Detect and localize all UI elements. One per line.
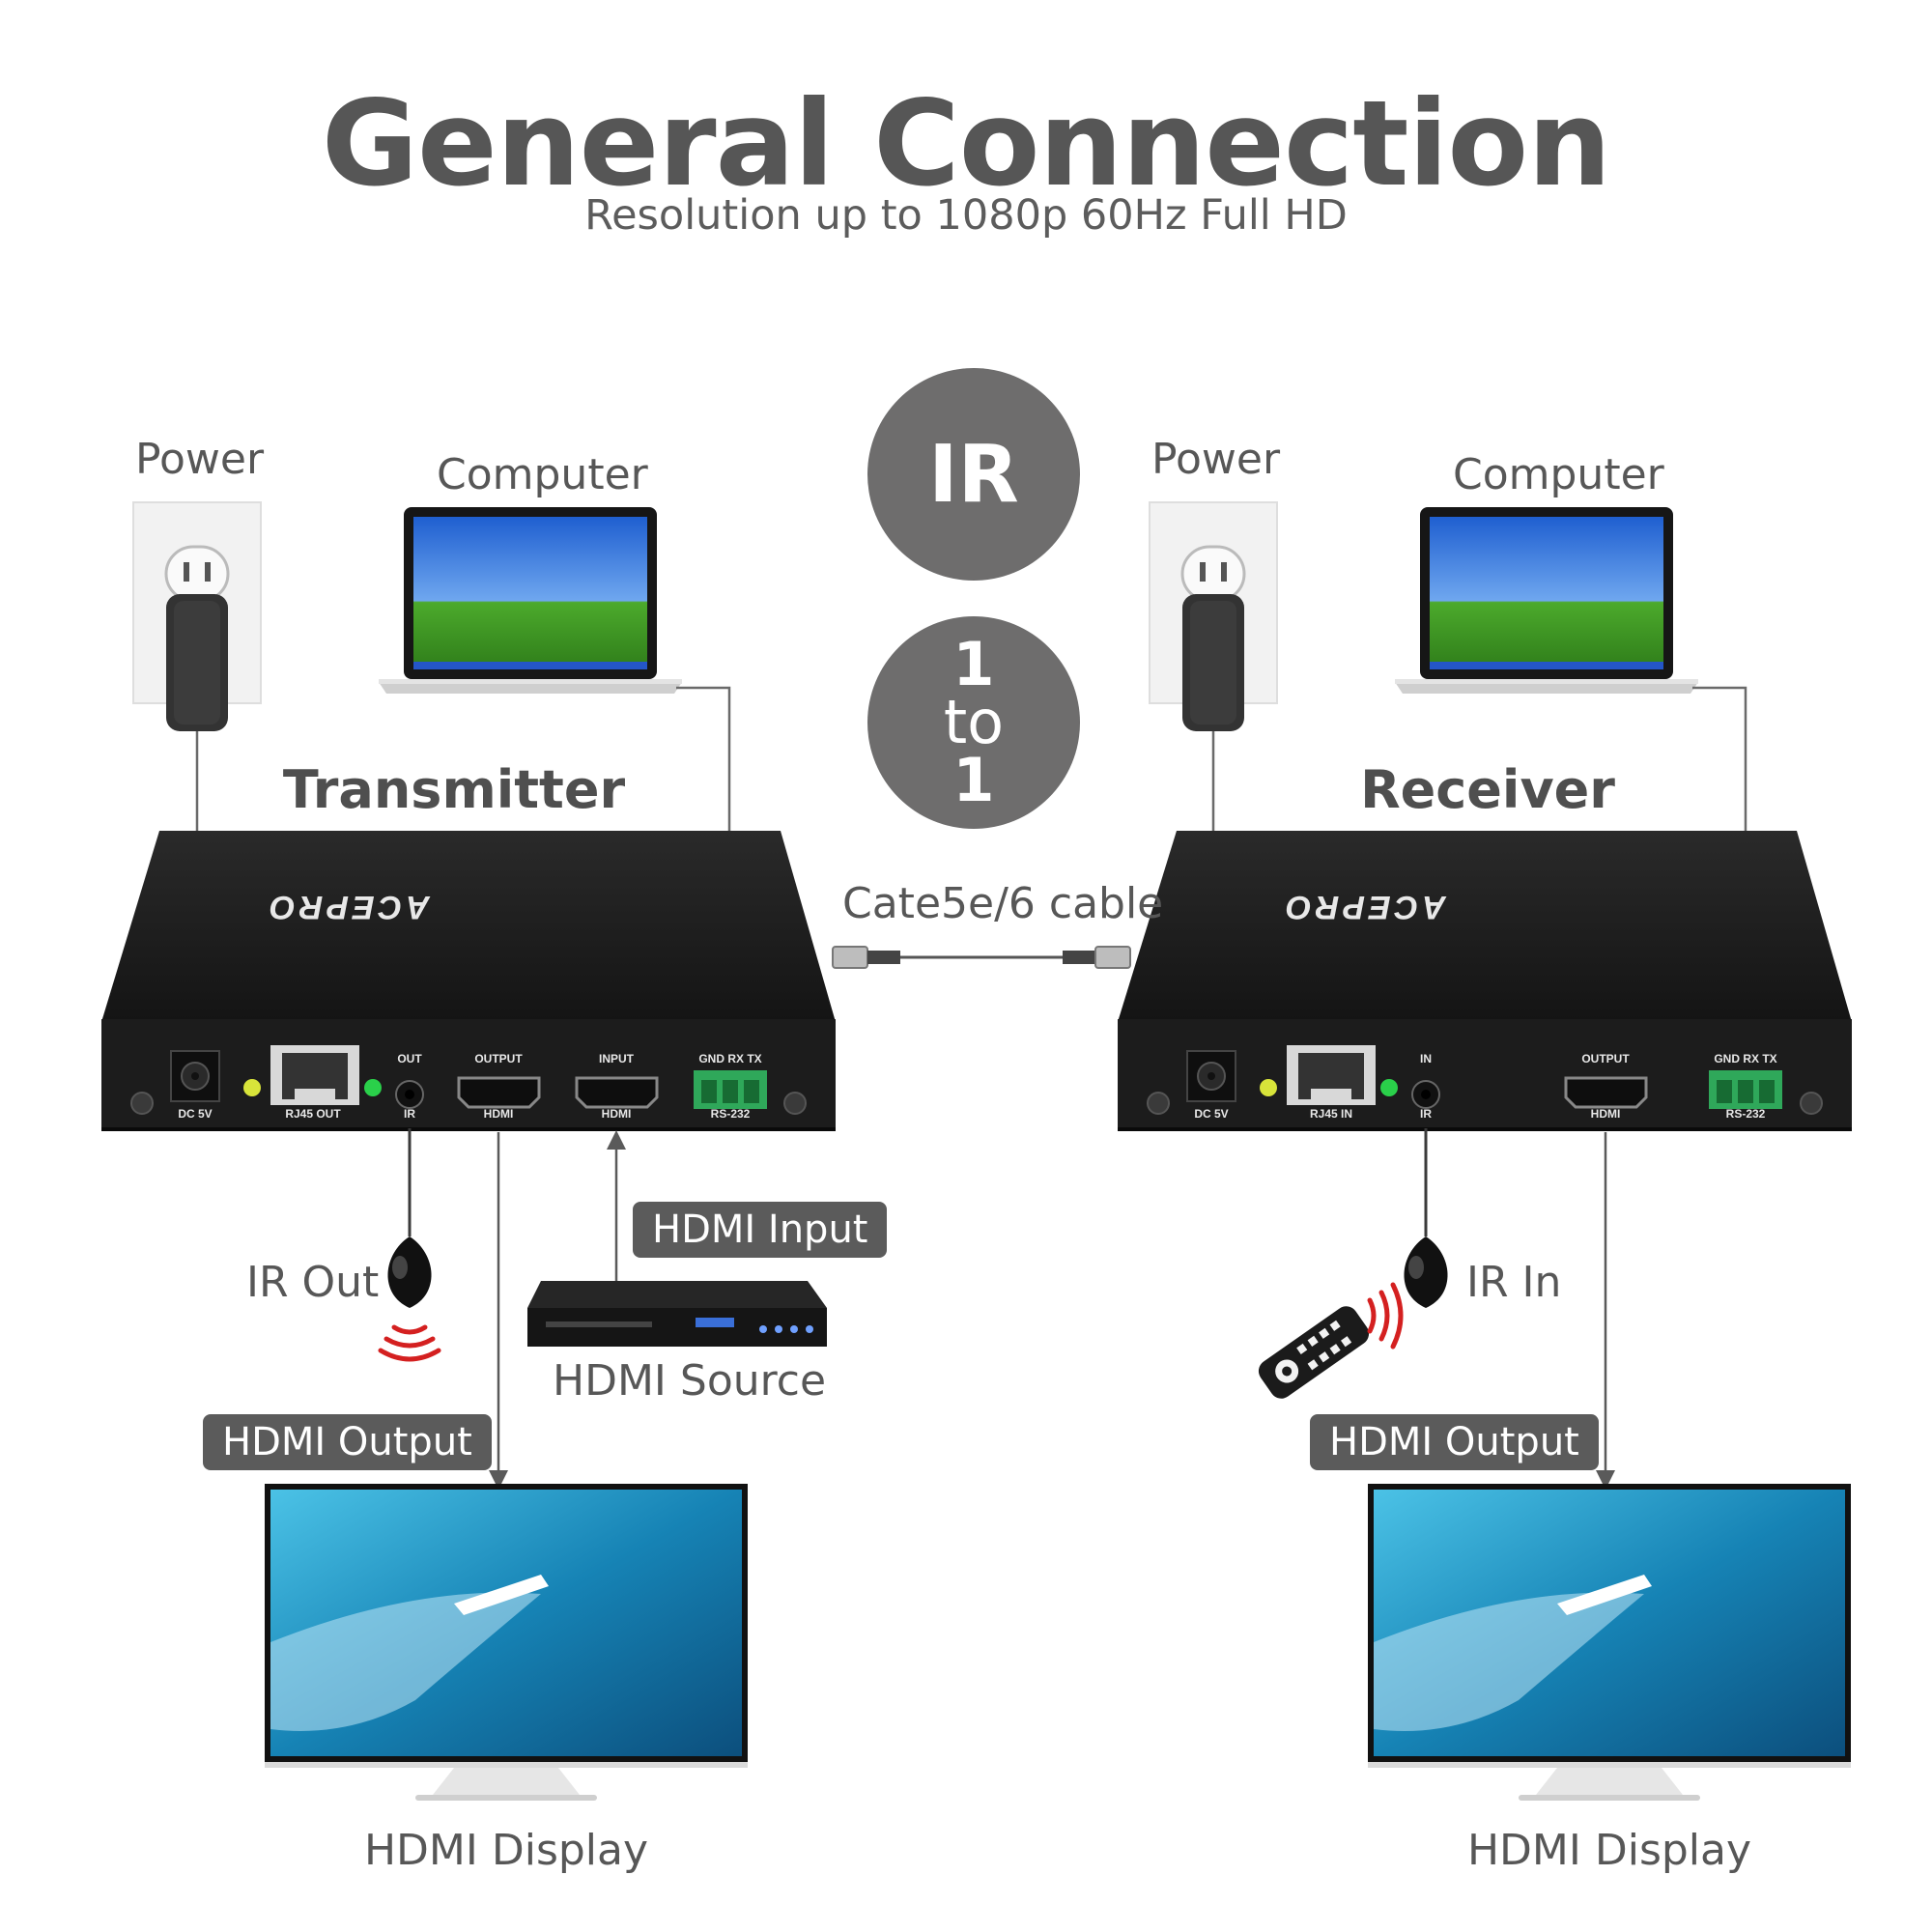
tx-port-input-top-label: INPUT: [599, 1052, 635, 1065]
rx-port-dc-label: DC 5V: [1194, 1107, 1228, 1121]
transmitter-heading: Transmitter: [282, 759, 626, 820]
rx-port-ir-top-label: IN: [1420, 1052, 1432, 1065]
cable-label: Cate5e/6 cable: [842, 879, 1164, 928]
tx-port-ir-top-label: OUT: [397, 1052, 422, 1065]
rx-port-rs-bottom-label: RS-232: [1726, 1107, 1766, 1121]
tx-port-rj45-label: RJ45 OUT: [285, 1107, 341, 1121]
tx-port-output-bottom-label: HDMI: [484, 1107, 514, 1121]
rx-ir-label: IR In: [1466, 1258, 1562, 1307]
rx-port-ir-bottom-label: IR: [1420, 1107, 1432, 1121]
cat-cable: [832, 946, 1131, 969]
rx-computer-label: Computer: [1453, 450, 1664, 499]
tx-port-output-top-label: OUTPUT: [474, 1052, 523, 1065]
hdmi-source-device: [527, 1281, 827, 1347]
tx-hdmi-display: [265, 1484, 748, 1801]
tx-port-rs-bottom-label: RS-232: [711, 1107, 751, 1121]
rx-port-rs-top-label: GND RX TX: [1714, 1052, 1776, 1065]
rx-port-output-bottom-label: HDMI: [1591, 1107, 1621, 1121]
remote-control-icon: [1258, 1306, 1370, 1399]
tx-computer-laptop: [379, 507, 682, 694]
rx-display-label: HDMI Display: [1466, 1826, 1752, 1875]
tx-ir-signal-icon: [378, 1324, 441, 1362]
one-to-one-badge: 1 to 1: [867, 616, 1080, 829]
tx-brand-logo: ACEPRO: [266, 889, 430, 925]
rx-port-rj45-label: RJ45 IN: [1310, 1107, 1352, 1121]
rx-computer-laptop: [1395, 507, 1698, 694]
page-subtitle: Resolution up to 1080p 60Hz Full HD: [584, 191, 1348, 240]
badge-line-top: 1: [952, 629, 995, 699]
receiver-box: [1118, 831, 1852, 1131]
rx-hdmi-output-pill: HDMI Output: [1310, 1414, 1599, 1470]
rx-power-label: Power: [1151, 435, 1281, 484]
rx-ir-receiver: [1404, 1236, 1448, 1308]
receiver-heading: Receiver: [1360, 759, 1615, 820]
tx-port-rs-top-label: GND RX TX: [698, 1052, 761, 1065]
rx-ir-signal-icon: [1367, 1282, 1404, 1350]
rx-power-outlet: [1149, 501, 1278, 731]
tx-power-outlet: [132, 501, 262, 731]
rx-brand-logo: ACEPRO: [1282, 889, 1446, 925]
transmitter-box: [101, 831, 836, 1131]
tx-port-ir-bottom-label: IR: [404, 1107, 415, 1121]
rx-hdmi-display: [1368, 1484, 1851, 1801]
tx-hdmi-input-pill: HDMI Input: [633, 1202, 888, 1258]
tx-port-dc-label: DC 5V: [178, 1107, 212, 1121]
tx-hdmi-source-label: HDMI Source: [553, 1356, 827, 1406]
ir-badge: IR: [867, 368, 1080, 581]
tx-computer-label: Computer: [437, 450, 648, 499]
tx-ir-label: IR Out: [246, 1258, 380, 1307]
badge-line-mid: to: [943, 687, 1005, 757]
tx-display-label: HDMI Display: [363, 1826, 649, 1875]
tx-hdmi-output-pill: HDMI Output: [203, 1414, 492, 1470]
tx-port-input-bottom-label: HDMI: [602, 1107, 632, 1121]
tx-ir-emitter: [387, 1236, 432, 1308]
tx-power-label: Power: [135, 435, 265, 484]
rx-port-output-top-label: OUTPUT: [1581, 1052, 1630, 1065]
badge-line-bottom: 1: [952, 745, 995, 815]
page-title: General Connection: [321, 75, 1611, 213]
